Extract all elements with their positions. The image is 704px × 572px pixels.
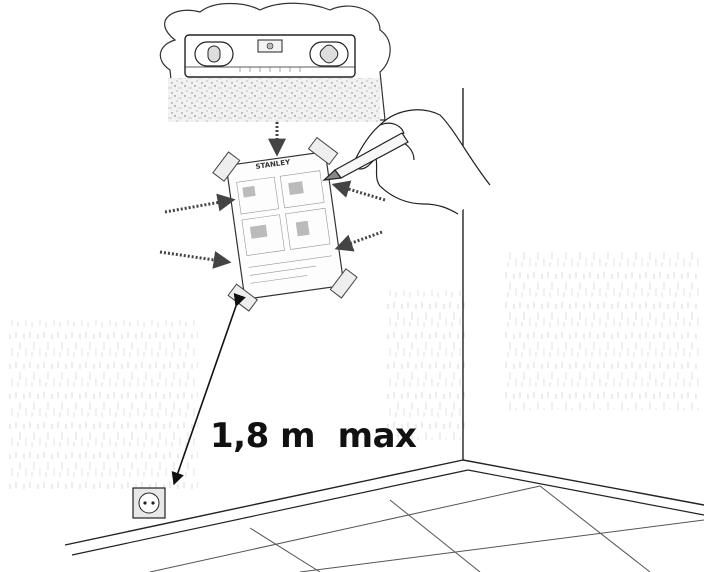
wall-texture xyxy=(8,250,700,490)
wall-outlet-icon xyxy=(132,487,166,519)
level-thought-bubble xyxy=(159,2,391,122)
template-pointer-arrows xyxy=(159,180,386,269)
pencil-icon xyxy=(322,132,409,181)
height-dimension-arrow xyxy=(171,293,246,486)
distance-label: 1,8 m max xyxy=(210,416,417,456)
mounting-template xyxy=(212,136,358,312)
hand-with-pencil-icon xyxy=(322,109,491,215)
room-lines xyxy=(64,88,704,572)
spirit-level-icon xyxy=(184,34,356,78)
